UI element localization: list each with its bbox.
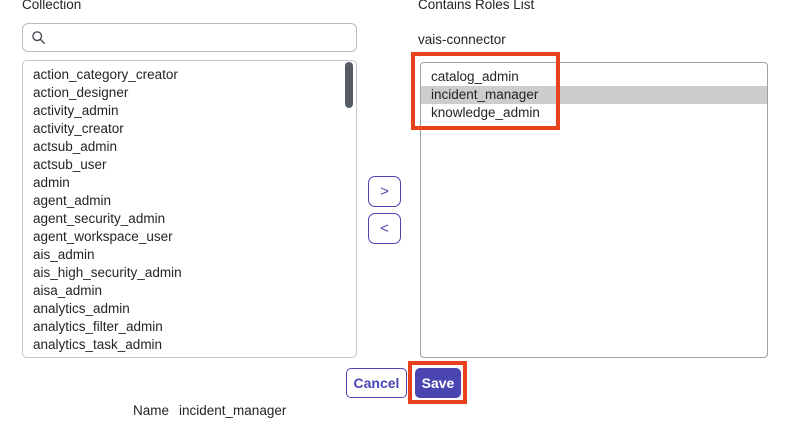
collection-scrollbar-thumb[interactable]: [345, 62, 353, 108]
list-item-catalog_admin[interactable]: catalog_admin: [431, 69, 519, 84]
list-item-actsub_user[interactable]: actsub_user: [33, 157, 107, 172]
list-item-agent_security_admin[interactable]: agent_security_admin: [33, 211, 166, 226]
list-item-analytics_task_admin[interactable]: analytics_task_admin: [33, 337, 163, 352]
name-label: Name: [133, 403, 170, 418]
list-item-admin[interactable]: admin: [33, 175, 70, 190]
list-item-action_designer[interactable]: action_designer: [33, 85, 129, 100]
chevron-left-icon: <: [380, 220, 389, 237]
name-row: Name incident_manager: [133, 403, 286, 418]
contains-roles-label: Contains Roles List: [418, 0, 535, 12]
list-item-incident_manager[interactable]: incident_manager: [421, 86, 767, 104]
collection-search-input[interactable]: [53, 29, 348, 46]
list-item-analytics_filter_admin[interactable]: analytics_filter_admin: [33, 319, 163, 334]
chevron-right-icon: >: [380, 183, 389, 200]
cancel-button[interactable]: Cancel: [346, 368, 407, 398]
name-value: incident_manager: [179, 403, 287, 418]
list-item-activity_admin[interactable]: activity_admin: [33, 103, 119, 118]
list-item-activity_creator[interactable]: activity_creator: [33, 121, 124, 136]
search-icon: [31, 30, 46, 45]
list-item-aisa_admin[interactable]: aisa_admin: [33, 283, 103, 298]
save-button[interactable]: Save: [415, 368, 461, 398]
group-name: vais-connector: [418, 32, 506, 47]
collection-label: Collection: [22, 0, 82, 12]
list-item-action_category_creator[interactable]: action_category_creator: [33, 67, 178, 82]
move-right-button[interactable]: >: [368, 176, 401, 207]
list-item-actsub_admin[interactable]: actsub_admin: [33, 139, 118, 154]
list-item-ais_admin[interactable]: ais_admin: [33, 247, 95, 262]
list-item-analytics_viewer[interactable]: analytics_viewer: [23, 354, 356, 357]
collection-search[interactable]: [22, 23, 357, 52]
list-item-knowledge_admin[interactable]: knowledge_admin: [431, 105, 540, 120]
list-item-ais_high_security_admin[interactable]: ais_high_security_admin: [33, 265, 182, 280]
list-item-agent_admin[interactable]: agent_admin: [33, 193, 112, 208]
list-item-agent_workspace_user[interactable]: agent_workspace_user: [33, 229, 173, 244]
list-item-analytics_admin[interactable]: analytics_admin: [33, 301, 130, 316]
move-left-button[interactable]: <: [368, 213, 401, 244]
